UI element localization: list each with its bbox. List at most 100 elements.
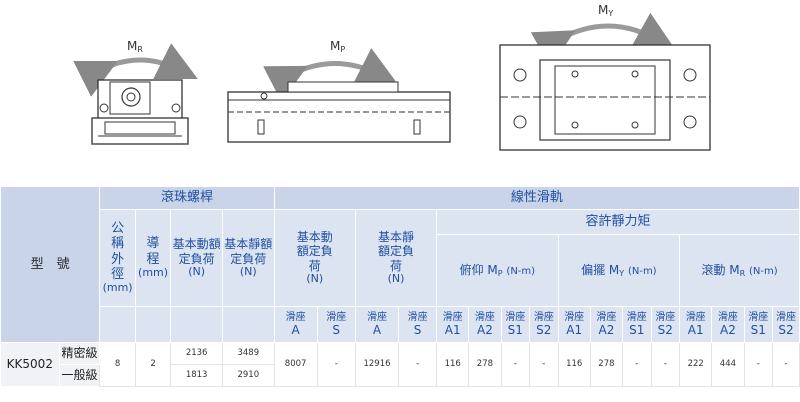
spec-table: 型 號 滾珠螺桿 線性滑軌 公稱外徑 (mm) 導程 (mm) 基本動額定負荷 … [0,186,800,387]
lg-sta-unit: (N) [387,271,405,285]
slider-word: 滑座 [533,311,554,323]
lead-header: 導程 [146,236,160,267]
slider-code: A2 [719,323,736,338]
slider-code: A [291,323,300,338]
slider-word: 滑座 [564,311,585,323]
slider-word: 滑座 [474,311,495,323]
roll-moment-diagram: MR [73,39,198,145]
slider-code: S1 [507,323,523,338]
mr-a2: 444 [711,342,745,387]
slider-word: 滑座 [685,311,706,323]
slider-word: 滑座 [748,311,769,323]
mr-s2: - [772,342,800,387]
bs-sta-header: 基本靜額定負荷 [224,237,273,266]
slider-code: A1 [687,323,704,338]
slider-code: S1 [750,323,766,338]
slider-word: 滑座 [717,311,738,323]
slider-code: A1 [566,323,583,338]
my-a1: 116 [557,342,591,387]
mp-s1: - [500,342,531,387]
mp-s2: - [529,342,559,387]
bs-dyn-general: 1813 [170,364,223,387]
slider-word: 滑座 [655,311,676,323]
yaw-moment-diagram: MY [499,3,711,151]
bs-dyn-header: 基本動額定負荷 [172,237,221,266]
lead-header-cell: 導程 (mm) [134,209,172,307]
bs-sta-precision: 3489 [221,342,275,365]
svg-text:MP: MP [330,39,345,54]
model-name: KK5002 [0,342,60,387]
slider-code: S2 [536,323,552,338]
bs-dyn-unit: (N) [188,264,206,278]
slider-word: 滑座 [326,311,347,323]
bs-dyn-precision: 2136 [170,342,223,365]
bs-dyn-header-cell: 基本動額定負荷 (N) [170,209,223,307]
slider-word: 滑座 [407,311,428,323]
my-label: M [598,3,608,17]
ballscrew-header: 滾珠螺桿 [99,186,275,210]
svg-text:MR: MR [127,39,143,54]
slider-code: A2 [476,323,493,338]
slider-code: S2 [657,323,673,338]
lg-sta-s: - [398,342,438,387]
my-s1: - [622,342,652,387]
mr-label: M [127,39,137,53]
pitch-header: 俯仰 MP (N-m) [436,234,559,307]
slider-code: S2 [778,323,794,338]
slider-word: 滑座 [442,311,463,323]
svg-text:MY: MY [598,3,613,18]
od-unit: (mm) [102,281,133,295]
lead-value: 2 [134,342,172,387]
slider-word: 滑座 [366,311,387,323]
slider-code: A [372,323,382,338]
bs-dyn-blank [170,306,223,343]
mp-a2: 278 [468,342,502,387]
lg-dyn-header-cell: 基本動額定負荷 (N) [273,209,356,307]
slider-code: S [413,323,422,338]
slider-code: A1 [444,323,461,338]
mp-label: M [330,39,340,53]
slider-word: 滑座 [505,311,526,323]
lg-dyn-s: - [316,342,356,387]
moment-header: 容許靜力矩 [436,209,800,235]
od-header: 公稱外徑 [111,220,125,282]
linear-guide-header: 線性滑軌 [273,186,800,210]
bs-sta-blank [221,306,275,343]
slider-word: 滑座 [285,311,306,323]
od-header-cell: 公稱外徑 (mm) [99,209,136,307]
lg-dyn-a: 8007 [273,342,318,387]
mr-s1: - [743,342,774,387]
lead-unit: (mm) [138,265,169,279]
grade-general: 一般級 [58,364,101,387]
lg-sta-a: 12916 [354,342,400,387]
my-sub: Y [607,9,613,18]
grade-precision: 精密級 [58,342,101,365]
mp-sub: P [340,45,345,54]
lg-sta-header: 基本靜額定負荷 [377,230,414,273]
my-a2: 278 [589,342,624,387]
bs-sta-general: 2910 [221,364,275,387]
mp-a1: 116 [436,342,470,387]
bs-lead-blank [134,306,172,343]
mr-a1: 222 [679,342,713,387]
od-value: 8 [99,342,136,387]
slider-word: 滑座 [596,311,617,323]
slider-code: S1 [629,323,645,338]
mr-sub: R [137,45,143,54]
yaw-header: 偏擺 MY (N-m) [557,234,681,307]
pitch-moment-diagram: MP [227,39,451,143]
